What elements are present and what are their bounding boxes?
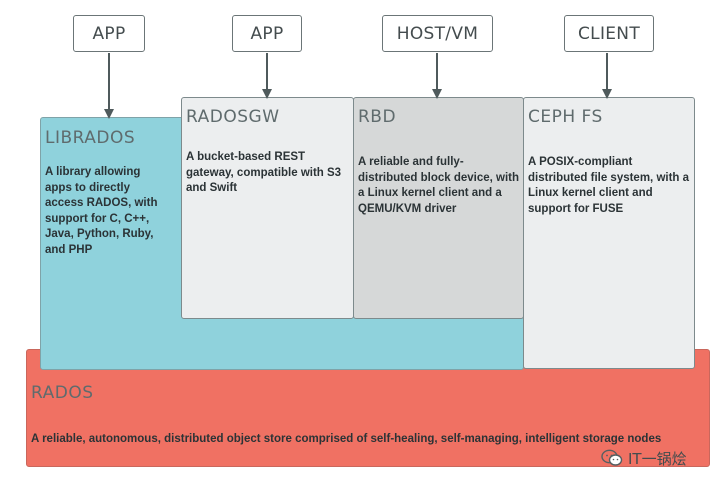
rbd-title: RBD: [358, 107, 397, 127]
app-label-radosgw: APP: [232, 15, 302, 52]
rbd-description: A reliable and fully-distributed block d…: [358, 156, 520, 215]
wechat-icon: [601, 449, 623, 466]
librados-title: LIBRADOS: [45, 128, 136, 148]
rbd-block: [353, 97, 524, 319]
rados-title: RADOS: [31, 383, 94, 403]
radosgw-description: A bucket-based REST gateway, compatible …: [186, 151, 342, 194]
app-label-librados: APP: [73, 15, 145, 52]
radosgw-block: [181, 97, 354, 319]
cephfs-block: [523, 97, 695, 369]
watermark: IT一锅烩: [601, 447, 687, 469]
cephfs-description: A POSIX-compliant distributed file syste…: [528, 156, 690, 215]
rados-description: A reliable, autonomous, distributed obje…: [31, 433, 662, 445]
librados-description: A library allowing apps to directly acce…: [45, 166, 158, 256]
client-label: CLIENT: [564, 15, 654, 52]
radosgw-title: RADOSGW: [186, 107, 280, 127]
watermark-text: IT一锅烩: [628, 449, 687, 468]
host-vm-label: HOST/VM: [382, 15, 493, 52]
cephfs-title: CEPH FS: [528, 107, 603, 127]
